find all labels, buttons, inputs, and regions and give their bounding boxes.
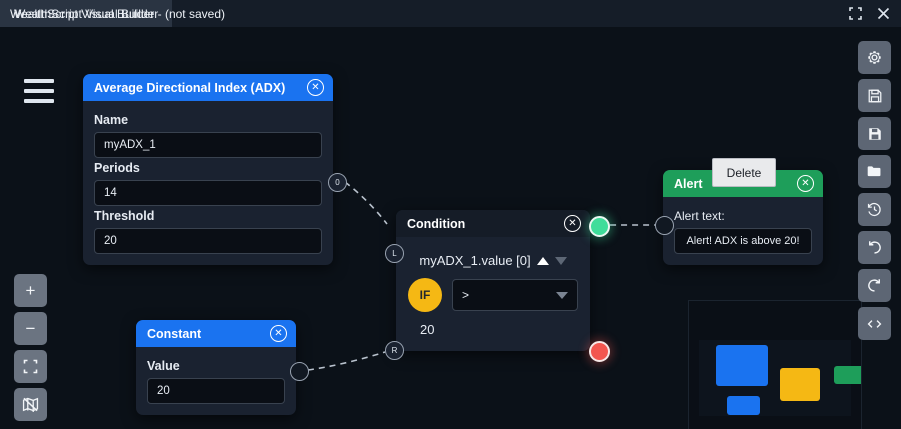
node-condition-title: Condition <box>407 216 466 231</box>
adx-output-port[interactable]: 0 <box>328 173 347 192</box>
minimap-viewport <box>699 340 861 416</box>
node-constant-body: Value 20 <box>136 347 296 415</box>
node-constant-title: Constant <box>147 326 202 341</box>
adx-name-input[interactable]: myADX_1 <box>94 132 322 158</box>
save-icon[interactable] <box>858 79 891 112</box>
arrow-down-icon[interactable] <box>554 256 567 265</box>
redo-icon[interactable] <box>858 269 891 302</box>
node-condition[interactable]: Condition ✕ myADX_1.value [0] IF > 20 <box>396 210 590 351</box>
adx-periods-label: Periods <box>94 161 140 175</box>
adx-threshold-input[interactable]: 20 <box>94 228 322 254</box>
chevron-down-icon <box>556 291 568 299</box>
constant-output-port[interactable] <box>290 362 309 381</box>
close-circle-icon[interactable]: ✕ <box>564 215 581 232</box>
save-as-icon[interactable] <box>858 117 891 150</box>
delete-button[interactable]: Delete <box>712 158 776 187</box>
close-circle-icon[interactable]: ✕ <box>270 325 287 342</box>
zoom-out-icon[interactable]: − <box>14 312 47 345</box>
red-output-port[interactable] <box>589 341 610 362</box>
condition-expression: myADX_1.value [0] <box>419 253 531 268</box>
condition-thumb <box>780 368 820 401</box>
adx-threshold-label: Threshold <box>94 209 155 223</box>
node-constant[interactable]: Constant ✕ Value 20 <box>136 320 296 415</box>
adx-thumb <box>716 345 768 386</box>
fit-view-icon[interactable] <box>14 350 47 383</box>
node-condition-header[interactable]: Condition ✕ <box>396 210 590 237</box>
adx-periods-input[interactable]: 14 <box>94 180 322 206</box>
condition-operator-row: IF > <box>408 278 578 312</box>
zoom-in-icon[interactable]: + <box>14 274 47 307</box>
maximize-icon[interactable] <box>843 3 867 25</box>
window-title: WealthScript Visual Builder - (not saved… <box>10 6 225 21</box>
toggle-minimap-icon[interactable] <box>14 388 47 421</box>
hamburger-menu-icon[interactable] <box>24 79 54 103</box>
alert-text-label: Alert text: <box>674 209 725 223</box>
alert-text-input[interactable]: Alert! ADX is above 20! <box>674 228 812 254</box>
node-condition-body: myADX_1.value [0] IF > 20 <box>396 237 590 351</box>
node-adx-header[interactable]: Average Directional Index (ADX) ✕ <box>83 74 333 101</box>
arrow-up-icon[interactable] <box>536 256 549 265</box>
node-alert-title: Alert <box>674 176 703 191</box>
condition-operator-select[interactable]: > <box>452 279 578 311</box>
toolbar-right <box>858 41 891 340</box>
constant-value-input[interactable]: 20 <box>147 378 285 404</box>
node-alert-body: Alert text: Alert! ADX is above 20! <box>663 197 823 265</box>
settings-gear-icon[interactable] <box>858 41 891 74</box>
condition-operator-value: > <box>462 288 470 302</box>
graph-canvas[interactable]: Average Directional Index (ADX) ✕ Name m… <box>0 27 901 429</box>
constant-value-label: Value <box>147 359 180 373</box>
green-output-port[interactable] <box>589 216 610 237</box>
alert-input-port[interactable] <box>655 216 674 235</box>
alert-thumb <box>834 366 861 384</box>
if-badge: IF <box>408 278 442 312</box>
condition-expression-row: myADX_1.value [0] <box>408 253 578 268</box>
constant-thumb <box>727 396 760 415</box>
adx-name-label: Name <box>94 113 129 127</box>
condition-compare-value: 20 <box>420 322 435 337</box>
node-adx[interactable]: Average Directional Index (ADX) ✕ Name m… <box>83 74 333 265</box>
condition-input-port-right[interactable]: R <box>385 341 404 360</box>
undo-icon[interactable] <box>858 231 891 264</box>
wire-adx-to-condition <box>344 181 388 225</box>
code-icon[interactable] <box>858 307 891 340</box>
history-clock-icon[interactable] <box>858 193 891 226</box>
close-circle-icon[interactable]: ✕ <box>307 79 324 96</box>
node-adx-title: Average Directional Index (ADX) <box>94 80 286 95</box>
title-bar: WealthScript Visual Builder WealthScript… <box>0 0 901 28</box>
folder-open-icon[interactable] <box>858 155 891 188</box>
close-circle-icon[interactable]: ✕ <box>797 175 814 192</box>
window-tab[interactable]: WealthScript Visual Builder <box>0 0 173 27</box>
node-adx-body: Name myADX_1 Periods 14 Threshold 20 <box>83 101 333 265</box>
node-constant-header[interactable]: Constant ✕ <box>136 320 296 347</box>
toolbar-left: + − <box>14 274 47 421</box>
condition-input-port-left[interactable]: L <box>385 244 404 263</box>
minimap[interactable] <box>688 300 862 429</box>
window-controls <box>843 0 895 27</box>
wire-constant-to-condition <box>307 351 386 371</box>
zoom-in-label: + <box>25 281 36 300</box>
zoom-out-label: − <box>25 319 36 338</box>
close-icon[interactable] <box>871 3 895 25</box>
